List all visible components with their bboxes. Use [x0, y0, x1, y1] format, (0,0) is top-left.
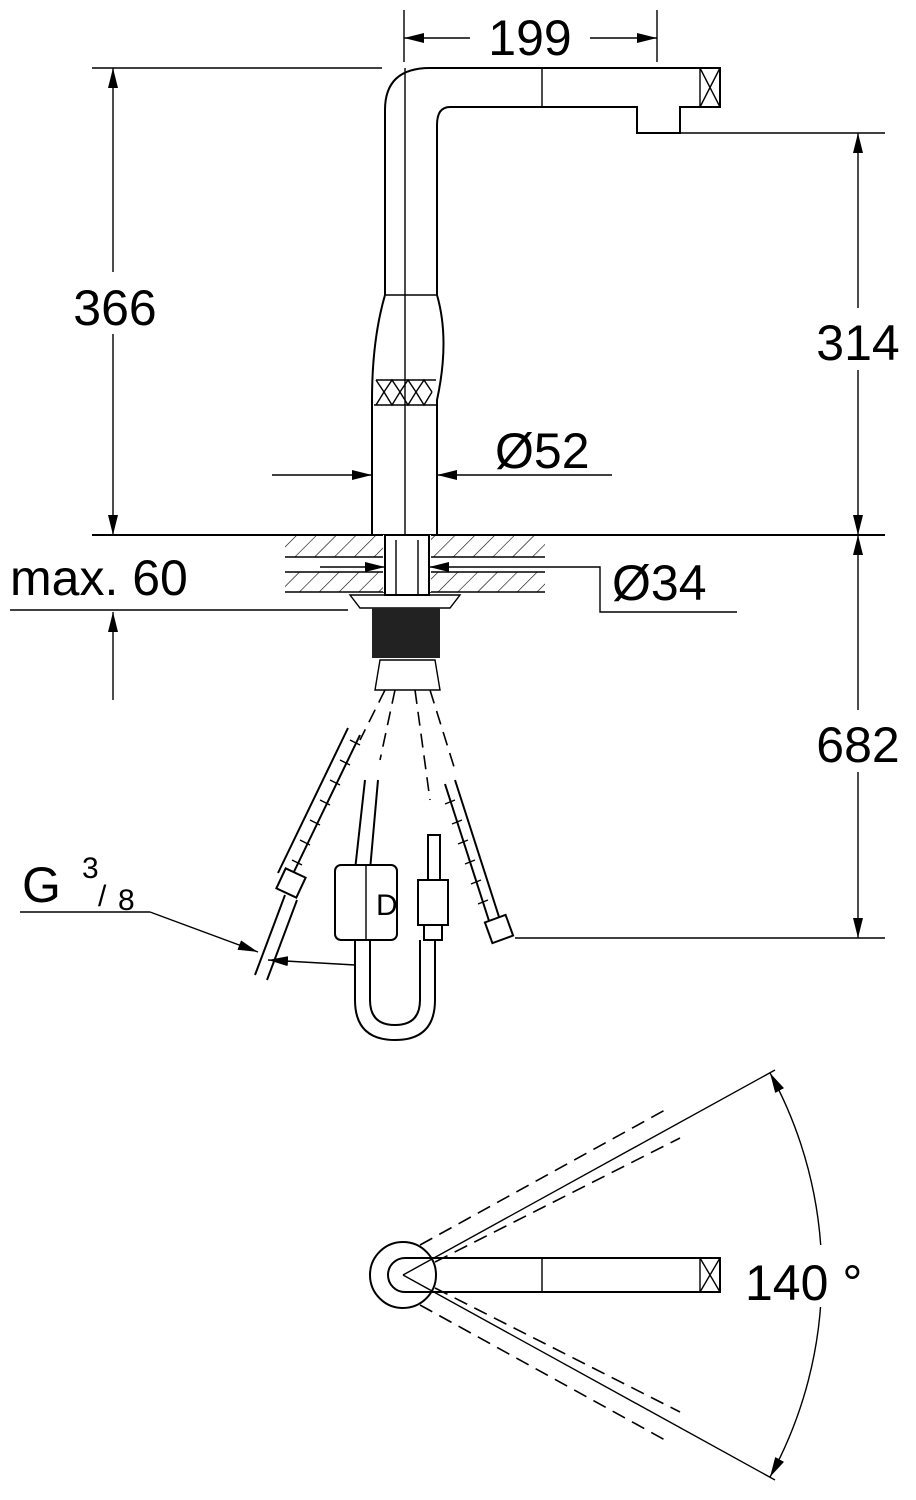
svg-text:G: G [22, 857, 61, 913]
dimension-diameter-34: Ø34 [320, 555, 737, 613]
svg-text:D: D [376, 889, 398, 922]
dimension-34-label: Ø34 [612, 555, 707, 611]
dimension-199: 199 [403, 10, 658, 66]
dimension-314-label: 314 [816, 315, 899, 371]
dimension-366: 366 [55, 67, 382, 535]
faucet-side-view [348, 67, 721, 691]
connection-thread-label: G 3 / 8 [20, 852, 356, 967]
faucet-top-view: 140 ° [369, 1069, 890, 1481]
dimension-314: 314 [670, 132, 916, 535]
svg-text:/: / [98, 880, 107, 913]
svg-text:8: 8 [118, 884, 135, 917]
dimension-max-60-label: max. 60 [10, 550, 188, 606]
swivel-angle-label: 140 ° [745, 1255, 862, 1311]
dimension-max-60: max. 60 [10, 550, 348, 700]
dimension-366-label: 366 [73, 280, 156, 336]
dimension-52-label: Ø52 [495, 423, 590, 479]
dimension-diameter-52: Ø52 [272, 423, 612, 480]
svg-text:3: 3 [82, 852, 99, 885]
dimension-682: 682 [515, 535, 916, 939]
dimension-199-label: 199 [488, 10, 571, 66]
dimension-682-label: 682 [816, 717, 899, 773]
supply-hoses: D [254, 689, 515, 1042]
